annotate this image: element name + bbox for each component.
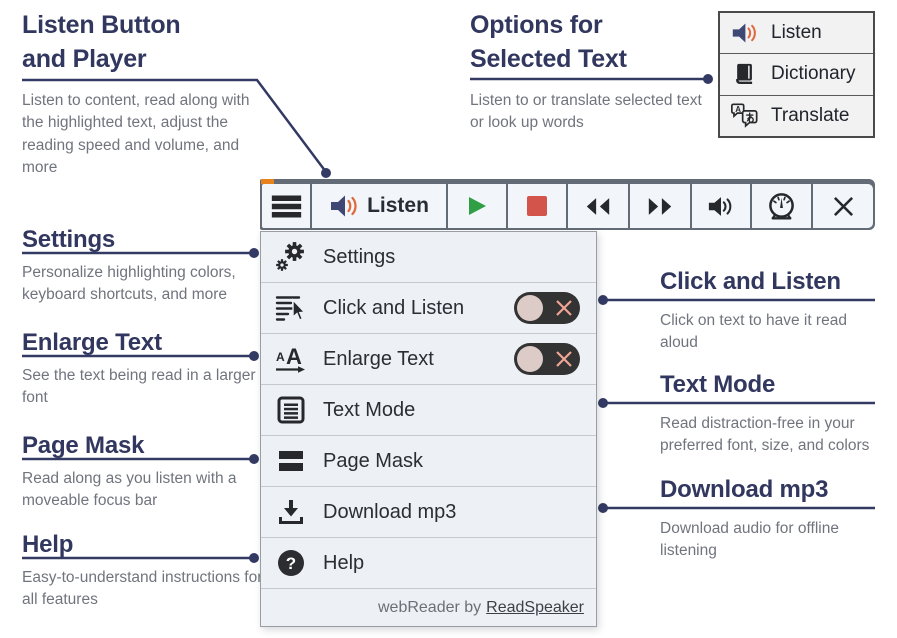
click-and-listen-toggle[interactable] [514,292,580,324]
toggle-off-x-icon [556,351,572,367]
menu-item-help[interactable]: ? Help [261,538,596,589]
enlarge-text-icon: A A [274,344,308,374]
toggle-off-x-icon [556,300,572,316]
menu-item-text-mode[interactable]: Text Mode [261,385,596,436]
menu-item-label: Enlarge Text [323,347,434,370]
close-icon [833,196,853,216]
dictionary-book-icon [729,62,760,86]
menu-item-label: Page Mask [323,449,424,472]
menu-item-enlarge-text[interactable]: A A Enlarge Text [261,334,596,385]
rewind-icon [586,197,610,215]
callout-title-enlarge-text: Enlarge Text [22,329,162,356]
download-icon [274,498,308,526]
menu-item-label: Settings [323,245,396,268]
close-button[interactable] [813,184,873,228]
svg-text:A: A [276,350,285,364]
webreader-menu: Settings Click and Listen [260,231,597,627]
rewind-button[interactable] [568,184,628,228]
callout-desc-selected-text: Listen to or translate selected text or … [470,92,702,132]
callout-desc-settings: Personalize highlighting colors, keyboar… [22,264,236,304]
toggle-knob [517,346,543,372]
player-toolbar: Listen [260,179,875,230]
stop-icon [527,196,547,216]
callout-title-page-mask: Page Mask [22,432,145,459]
play-button[interactable] [448,184,506,228]
footer-byline: webReader by [377,598,482,616]
menu-item-settings[interactable]: Settings [261,232,596,283]
menu-item-label: Text Mode [323,398,416,421]
callout-title-help: Help [22,531,74,558]
callout-title-listen-player: Listen Button and Player [22,11,181,73]
volume-button[interactable] [692,184,750,228]
svg-text:?: ? [286,554,296,573]
menu-item-label: Download mp3 [323,500,457,523]
page-mask-icon [274,448,308,474]
help-icon: ? [274,548,308,578]
speaker-icon [331,195,357,217]
menu-item-label: Help [323,551,365,574]
text-mode-icon [274,396,308,424]
fast-forward-button[interactable] [630,184,690,228]
callout-title-settings: Settings [22,226,116,253]
volume-icon [708,196,732,216]
progress-bar [261,179,274,184]
svg-text:A: A [286,344,302,369]
translate-icon: A [729,102,760,130]
listen-button[interactable]: Listen [312,184,446,228]
menu-footer: webReader by ReadSpeaker [261,589,596,626]
menu-item-download-mp3[interactable]: Download mp3 [261,487,596,538]
enlarge-text-toggle[interactable] [514,343,580,375]
callout-desc-download-mp3: Download audio for offline listening [660,520,839,560]
callout-title-download-mp3: Download mp3 [660,476,829,503]
callout-desc-help: Easy-to-understand instructions for all … [22,569,263,609]
speed-gauge-icon [769,192,794,219]
callout-title-click-listen: Click and Listen [660,268,841,295]
popup-item-listen[interactable]: Listen [720,13,873,55]
speaker-icon [729,21,760,45]
menu-item-click-and-listen[interactable]: Click and Listen [261,283,596,334]
callout-desc-page-mask: Read along as you listen with a moveable… [22,470,237,510]
callout-desc-text-mode: Read distraction-free in your preferred … [660,415,870,455]
popup-item-label: Dictionary [771,63,856,85]
stop-button[interactable] [508,184,566,228]
callout-desc-click-listen: Click on text to have it read aloud [660,312,847,352]
menu-item-page-mask[interactable]: Page Mask [261,436,596,487]
play-icon [469,197,486,215]
toggle-knob [517,295,543,321]
listen-button-label: Listen [367,194,429,217]
callout-desc-listen-player: Listen to content, read along with the h… [22,92,250,177]
readspeaker-link[interactable]: ReadSpeaker [486,598,584,616]
popup-item-label: Translate [771,104,850,126]
callout-desc-enlarge-text: See the text being read in a larger font [22,367,256,407]
popup-item-label: Listen [771,22,822,44]
click-and-listen-icon [274,294,308,322]
popup-item-translate[interactable]: A Translate [720,96,873,136]
popup-item-dictionary[interactable]: Dictionary [720,54,873,96]
svg-text:A: A [735,105,741,114]
callout-title-text-mode: Text Mode [660,371,776,398]
menu-item-label: Click and Listen [323,296,465,319]
selected-text-popup: Listen Dictionary A Translat [718,11,875,138]
gears-icon [274,241,308,273]
fast-forward-icon [648,197,672,215]
hamburger-icon [271,195,301,217]
reading-speed-button[interactable] [752,184,811,228]
callout-title-selected-text: Options for Selected Text [470,11,627,73]
menu-button[interactable] [262,184,310,228]
